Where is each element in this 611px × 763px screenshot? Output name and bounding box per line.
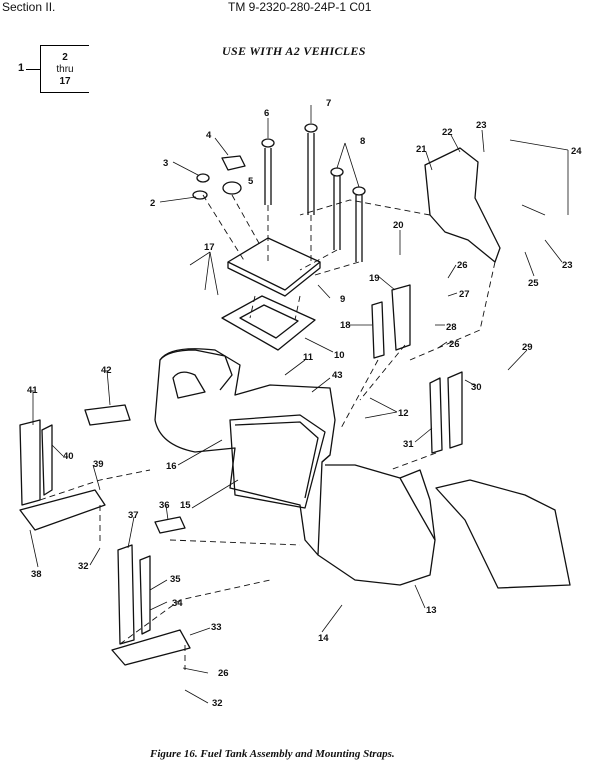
callout-31: 31 — [403, 439, 414, 450]
callout-33: 33 — [211, 622, 222, 633]
reference-box-line2: thru — [56, 64, 74, 75]
gasket-plate — [221, 295, 316, 351]
callout-35: 35 — [170, 574, 181, 585]
callout-43: 43 — [332, 370, 343, 381]
callout-19: 19 — [369, 273, 380, 284]
callout-8: 8 — [360, 136, 365, 147]
callout-6: 6 — [264, 108, 269, 119]
figure-caption: Figure 16. Fuel Tank Assembly and Mounti… — [150, 748, 395, 760]
mounting-bracket — [424, 147, 501, 263]
reference-leader — [26, 69, 40, 70]
callout-25: 25 — [528, 278, 539, 289]
callout-39: 39 — [93, 459, 104, 470]
callout-28: 28 — [446, 322, 457, 333]
callout-26-top: 26 — [457, 260, 468, 271]
callout-16: 16 — [166, 461, 177, 472]
callout-4: 4 — [206, 130, 212, 141]
reference-box-line3: 17 — [59, 76, 71, 87]
callout-7: 7 — [326, 98, 331, 109]
callout-15: 15 — [180, 500, 191, 511]
callout-20: 20 — [393, 220, 404, 231]
callout-32-left: 32 — [78, 561, 89, 572]
fuel-tank-body — [154, 348, 436, 586]
usage-subtitle: USE WITH A2 VEHICLES — [222, 44, 366, 58]
callout-23-right: 23 — [562, 260, 573, 271]
callout-9: 9 — [340, 294, 345, 305]
callout-11: 11 — [303, 352, 314, 363]
callout-38: 38 — [31, 569, 42, 580]
callout-40: 40 — [63, 451, 74, 462]
callout-2: 2 — [150, 198, 155, 209]
callout-23-top: 23 — [476, 120, 487, 131]
callout-27: 27 — [459, 289, 470, 300]
callout-29: 29 — [522, 342, 533, 353]
callout-36: 36 — [159, 500, 170, 511]
callout-13: 13 — [426, 605, 437, 616]
callout-5: 5 — [248, 176, 254, 187]
callout-42: 42 — [101, 365, 112, 376]
callout-18: 18 — [340, 320, 351, 331]
sender-plate — [227, 237, 321, 291]
callout-32-bottom: 32 — [212, 698, 223, 709]
callout-22: 22 — [442, 127, 453, 138]
callout-30: 30 — [471, 382, 482, 393]
callout-21: 21 — [416, 144, 427, 155]
callout-26-bottom: 26 — [218, 668, 229, 679]
reference-box-line1: 2 — [62, 52, 68, 63]
callout-10: 10 — [334, 350, 345, 361]
callout-14: 14 — [318, 633, 329, 644]
callout-37: 37 — [128, 510, 139, 521]
callout-12: 12 — [398, 408, 409, 419]
callout-17: 17 — [204, 242, 215, 253]
callout-34: 34 — [172, 598, 183, 609]
callout-41: 41 — [27, 385, 38, 396]
callout-26-mid: 26 — [449, 339, 460, 350]
tm-number: TM 9-2320-280-24P-1 C01 — [228, 0, 372, 14]
callout-24: 24 — [571, 146, 582, 157]
reference-box: 2 thru 17 — [40, 45, 89, 93]
callout-3: 3 — [163, 158, 168, 169]
section-label: Section II. — [2, 0, 56, 14]
reference-callout: 1 — [18, 62, 25, 74]
